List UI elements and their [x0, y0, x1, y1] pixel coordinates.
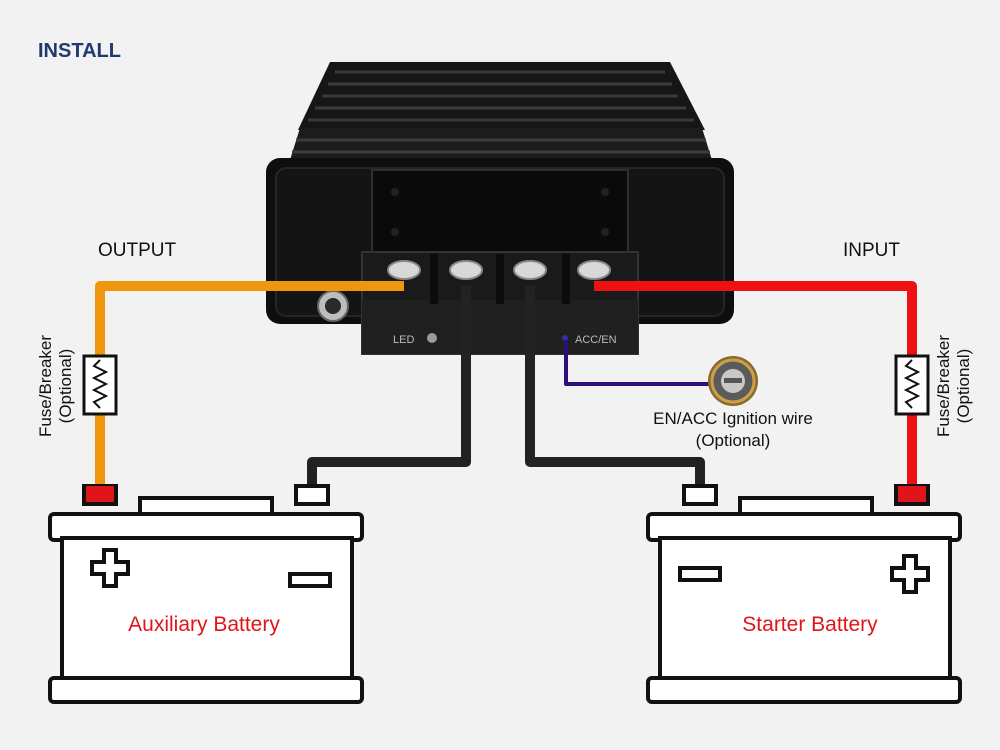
starter-ground-wire	[525, 286, 705, 486]
output-label: OUTPUT	[98, 240, 177, 261]
fuse-left-icon	[82, 354, 118, 416]
device-acc-label: ACC/EN	[575, 334, 617, 346]
ignition-label-line2: (Optional)	[695, 431, 771, 450]
starter-battery-label: Starter Battery	[742, 613, 878, 636]
ignition-label-line1: EN/ACC Ignition wire	[653, 409, 813, 428]
fuse-right-label: Fuse/Breaker (Optional)	[934, 316, 974, 456]
aux-ground-wire	[307, 286, 471, 486]
fuse-left-label-line2: (Optional)	[56, 348, 75, 424]
aux-minus-icon	[288, 572, 332, 588]
input-label: INPUT	[843, 240, 900, 261]
ignition-wire	[564, 340, 716, 386]
ignition-label: EN/ACC Ignition wire (Optional)	[613, 408, 853, 452]
device-led-label: LED	[393, 334, 414, 346]
starter-minus-icon	[678, 566, 722, 582]
dc-dc-charger-device	[266, 62, 734, 355]
starter-plus-icon	[890, 554, 930, 594]
starter-battery	[646, 484, 962, 704]
fuse-left-label: Fuse/Breaker (Optional)	[36, 316, 76, 456]
input-wire	[594, 281, 917, 486]
page-title: INSTALL	[38, 40, 121, 62]
output-wire	[95, 281, 404, 486]
aux-battery-label: Auxiliary Battery	[128, 613, 280, 636]
fuse-right-label-line1: Fuse/Breaker	[934, 334, 953, 438]
ignition-switch-icon	[708, 356, 758, 406]
fuse-right-icon	[894, 354, 930, 416]
fuse-left-label-line1: Fuse/Breaker	[36, 334, 55, 438]
auxiliary-battery	[48, 484, 364, 704]
aux-plus-icon	[90, 548, 130, 588]
fuse-right-label-line2: (Optional)	[954, 348, 973, 424]
